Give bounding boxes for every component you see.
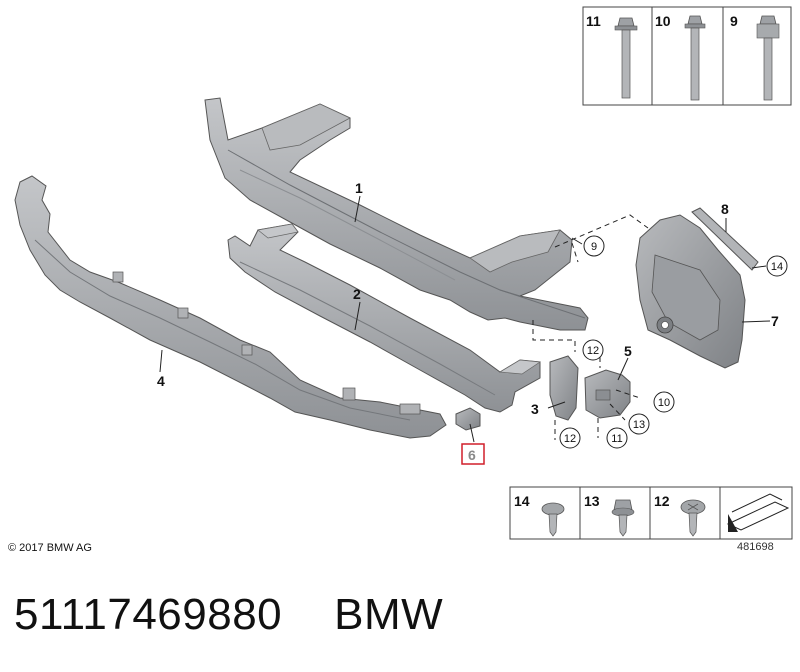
callout-1: 1: [355, 180, 363, 196]
leader-lines: [159, 195, 771, 443]
screw-12-icon: [680, 499, 706, 537]
screw-14-icon: [541, 502, 565, 537]
part-3-bracket: [549, 355, 579, 421]
brand-name: BMW: [334, 590, 444, 639]
callout-6-highlight[interactable]: 6: [461, 443, 485, 465]
circled-callout-9: 9: [583, 235, 605, 257]
part-2-impact-bar: [227, 223, 542, 413]
circled-callout-12-bottom: 12: [559, 427, 581, 449]
part-8-strip: [691, 207, 759, 271]
svg-text:9: 9: [591, 241, 597, 253]
part-number-footer: 51117469880 BMW: [14, 590, 443, 640]
svg-text:10: 10: [658, 397, 670, 409]
part-4-lower-trim: [14, 175, 447, 439]
circled-callout-14: 14: [766, 255, 788, 277]
fastener-label-10: 10: [655, 13, 671, 29]
fastener-label-11: 11: [586, 13, 601, 29]
callout-6: 6: [468, 447, 476, 463]
bolt-11-icon: [614, 17, 638, 99]
part-6-clip: [455, 407, 481, 431]
diagram-id: 481698: [737, 541, 774, 553]
fastener-box-top: 11 10 9: [582, 6, 792, 106]
callout-2: 2: [353, 286, 361, 302]
fastener-box-bottom: 14 13 12: [509, 486, 793, 540]
screw-13-icon: [611, 499, 635, 537]
circled-callout-10: 10: [653, 391, 675, 413]
circled-callout-11: 11: [606, 427, 628, 449]
callout-5: 5: [624, 343, 632, 359]
fastener-label-14: 14: [514, 493, 530, 509]
svg-text:13: 13: [633, 419, 645, 431]
part-1-carrier: [204, 97, 589, 331]
fastener-label-12: 12: [654, 493, 670, 509]
fastener-label-13: 13: [584, 493, 600, 509]
arrow-icon: [726, 493, 790, 532]
svg-text:12: 12: [564, 433, 576, 445]
callout-3: 3: [531, 401, 539, 417]
callout-7: 7: [771, 313, 779, 329]
copyright-text: © 2017 BMW AG: [8, 542, 92, 554]
part-5-holder: [584, 369, 631, 419]
callout-8: 8: [721, 201, 729, 217]
svg-text:14: 14: [771, 261, 783, 273]
circled-callout-13: 13: [628, 413, 650, 435]
svg-text:12: 12: [587, 345, 599, 357]
assembly-lines: [532, 214, 649, 440]
bolt-9-icon: [756, 15, 780, 101]
part-7-carrier-right: [635, 214, 746, 369]
circled-callout-12-top: 12: [582, 339, 604, 361]
fastener-label-9: 9: [730, 13, 738, 29]
svg-text:11: 11: [611, 433, 622, 445]
part-number: 51117469880: [14, 590, 283, 639]
bolt-10-icon: [684, 15, 706, 101]
callout-4: 4: [157, 373, 165, 389]
